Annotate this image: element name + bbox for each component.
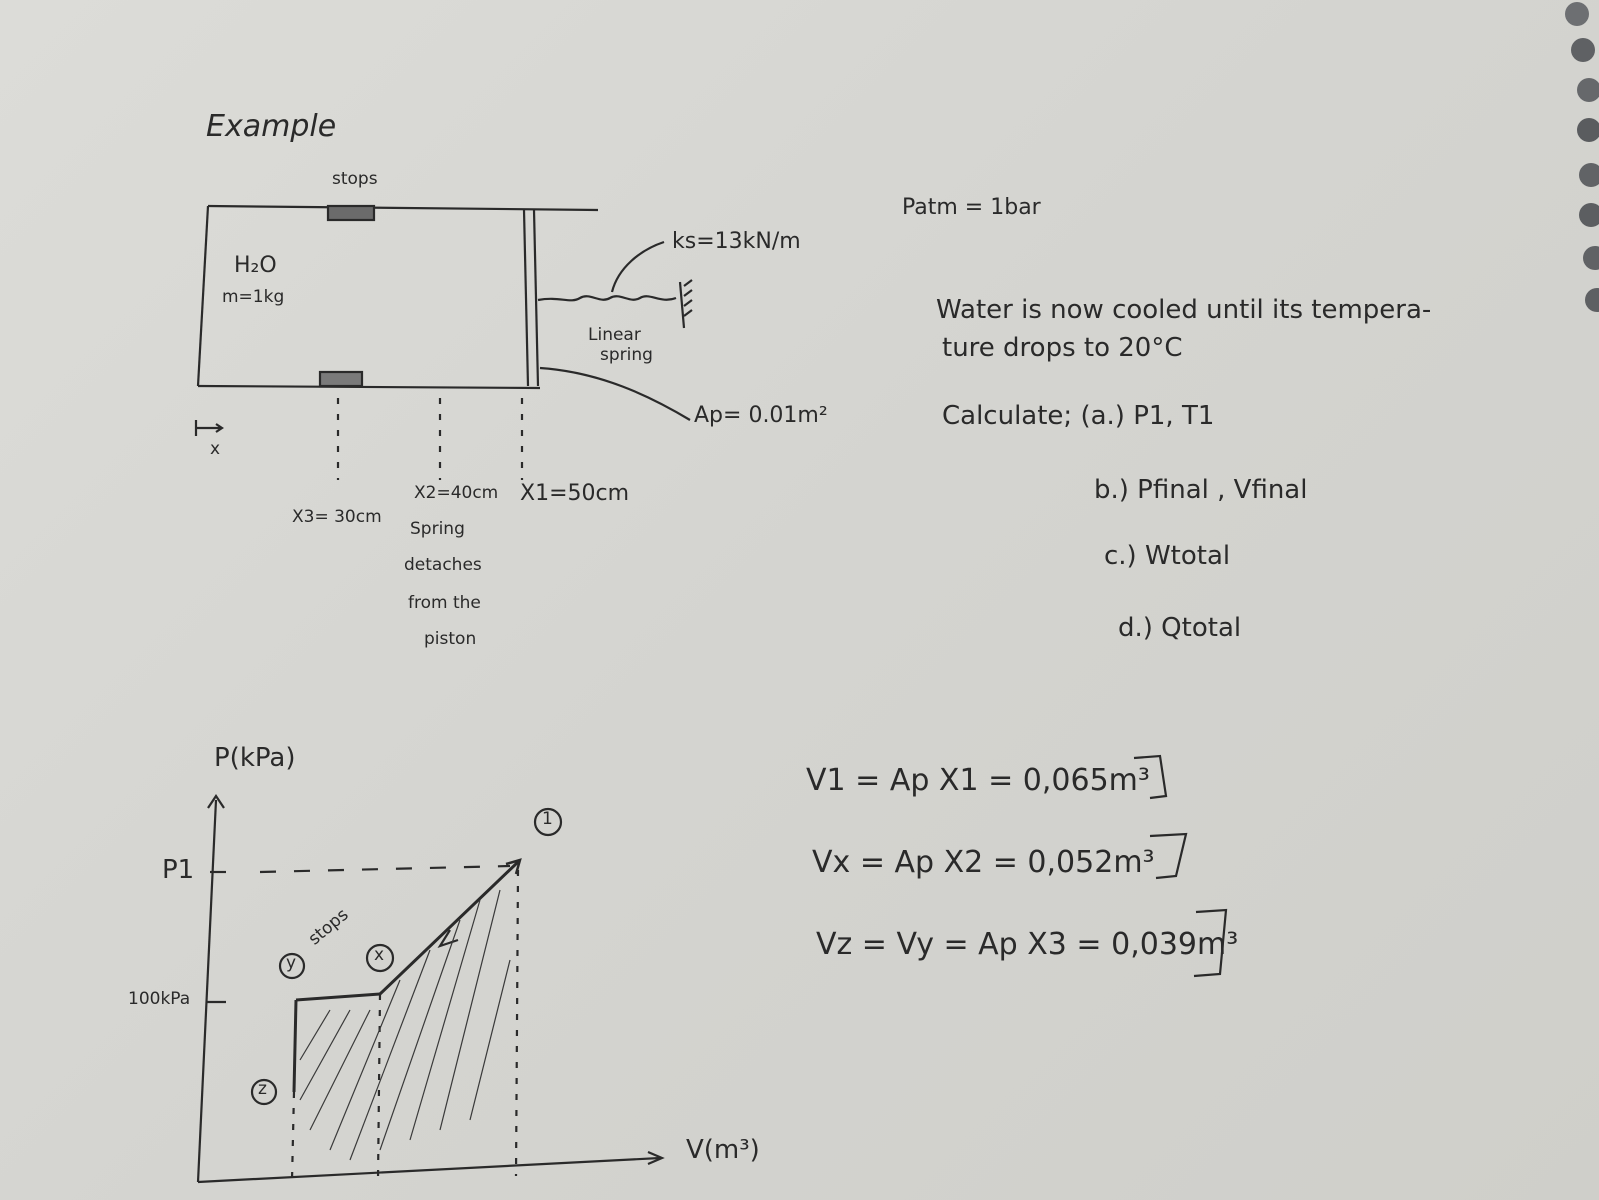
question-d: d.) Qtotal	[1118, 613, 1242, 643]
equation-v1: V1 = Ap X1 = 0,065m³	[806, 763, 1150, 798]
x-direction-label: x	[210, 439, 221, 459]
question-a: Calculate; (a.) P1, T1	[942, 401, 1215, 431]
note-line-4: piston	[424, 629, 477, 649]
question-b: b.) Pfinal , Vfinal	[1094, 475, 1308, 505]
equation-vz: Vz = Vy = Ap X3 = 0,039m³	[816, 927, 1239, 962]
graph-y-axis-label: P(kPa)	[214, 743, 296, 773]
spring-label-line1: Linear	[588, 325, 641, 345]
graph-p1-label: P1	[162, 855, 195, 885]
spring-constant: ks=13kN/m	[672, 229, 801, 254]
contents-mass: m=1kg	[222, 287, 285, 307]
contents-substance: H₂O	[234, 253, 277, 278]
question-c: c.) Wtotal	[1104, 541, 1231, 571]
graph-x-axis-label: V(m³)	[686, 1135, 760, 1165]
state-y-label: y	[286, 953, 297, 973]
stops-label: stops	[332, 169, 378, 189]
graph-100kpa-label: 100kPa	[128, 989, 191, 1009]
piston-area: Ap= 0.01m²	[694, 403, 828, 428]
spring-label-line2: spring	[600, 345, 653, 365]
atmospheric-pressure: Patm = 1bar	[902, 195, 1041, 220]
note-line-1: Spring	[410, 519, 465, 539]
x1-label: X1=50cm	[520, 481, 630, 506]
page-title: Example	[206, 109, 337, 144]
state-1-label: 1	[542, 809, 553, 829]
note-line-3: from the	[408, 593, 481, 613]
state-z-label: z	[258, 1079, 267, 1099]
spiral-binding	[1565, 2, 1599, 312]
equation-vx: Vx = Ap X2 = 0,052m³	[812, 845, 1155, 880]
x2-label: X2=40cm	[414, 483, 499, 503]
state-x-label: x	[374, 945, 385, 965]
statement-line-1: Water is now cooled until its tempera-	[936, 295, 1432, 325]
note-line-2: detaches	[404, 555, 482, 575]
x3-label: X3= 30cm	[292, 507, 382, 527]
statement-line-2: ture drops to 20°C	[942, 333, 1183, 363]
